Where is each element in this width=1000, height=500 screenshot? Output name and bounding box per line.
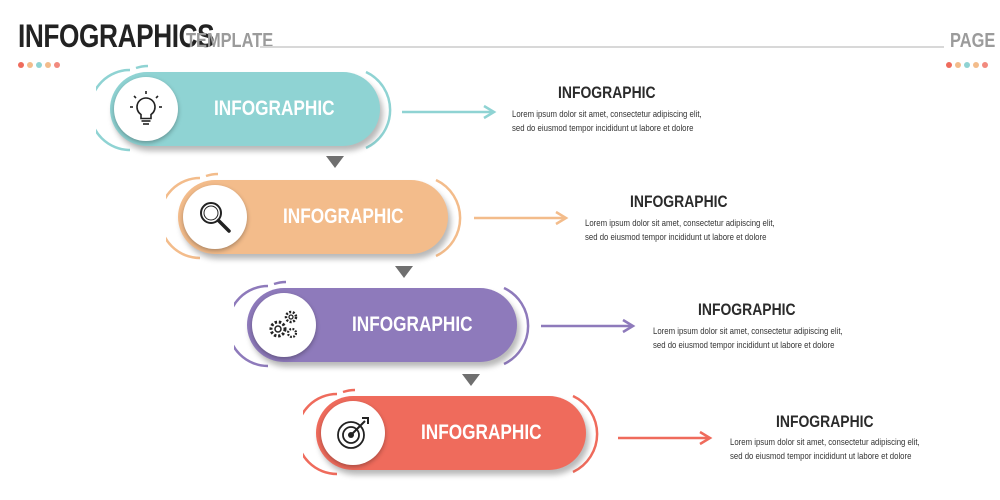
dot xyxy=(27,62,33,68)
step-2-arrow xyxy=(474,210,569,226)
dot xyxy=(964,62,970,68)
step-4-info-line: Lorem ipsum dolor sit amet, consectetur … xyxy=(730,437,920,448)
step-4-info-title: INFOGRAPHIC xyxy=(776,412,874,431)
step-3-info-title: INFOGRAPHIC xyxy=(698,300,796,319)
step-4-label: INFOGRAPHIC xyxy=(421,421,542,444)
connector-triangle xyxy=(326,156,344,168)
step-1-info-text: Lorem ipsum dolor sit amet, consectetur … xyxy=(512,108,709,136)
page-title: INFOGRAPHICS xyxy=(18,18,215,54)
step-3-icon-circle xyxy=(252,293,316,357)
step-1-arrow xyxy=(402,104,497,120)
step-4-arrow xyxy=(618,430,713,446)
step-2-info-text: Lorem ipsum dolor sit amet, consectetur … xyxy=(585,217,782,245)
step-3-label: INFOGRAPHIC xyxy=(352,313,473,336)
step-3-info-line: sed do eiusmod tempor incididunt ut labo… xyxy=(653,340,835,351)
header-dots-left xyxy=(18,62,60,68)
step-2-label: INFOGRAPHIC xyxy=(283,205,404,228)
dot xyxy=(955,62,961,68)
connector-triangle xyxy=(395,266,413,278)
dot xyxy=(36,62,42,68)
step-4-info-text: Lorem ipsum dolor sit amet, consectetur … xyxy=(730,436,927,464)
step-2-info-title: INFOGRAPHIC xyxy=(630,192,728,211)
step-3-info-text: Lorem ipsum dolor sit amet, consectetur … xyxy=(653,325,850,353)
dot xyxy=(54,62,60,68)
magnifier-icon xyxy=(200,202,231,233)
page-label: PAGE xyxy=(950,30,996,52)
target-icon xyxy=(337,417,369,449)
header-dots-right xyxy=(946,62,988,68)
header-divider xyxy=(260,46,944,48)
step-4-info-line: sed do eiusmod tempor incididunt ut labo… xyxy=(730,451,912,462)
dot xyxy=(946,62,952,68)
page-subtitle: TEMPLATE xyxy=(186,30,274,52)
step-1-label: INFOGRAPHIC xyxy=(214,97,335,120)
step-1-info-line: Lorem ipsum dolor sit amet, consectetur … xyxy=(512,109,702,120)
step-2-info-line: sed do eiusmod tempor incididunt ut labo… xyxy=(585,232,767,243)
dot xyxy=(973,62,979,68)
step-1-info-title: INFOGRAPHIC xyxy=(558,83,656,102)
step-1-icon-circle xyxy=(114,77,178,141)
step-2-decoration xyxy=(166,172,462,260)
step-3-info-line: Lorem ipsum dolor sit amet, consectetur … xyxy=(653,326,843,337)
step-4-icon-circle xyxy=(321,401,385,465)
lightbulb-icon xyxy=(130,91,162,125)
step-4-decoration xyxy=(303,388,599,476)
step-1-info-line: sed do eiusmod tempor incididunt ut labo… xyxy=(512,123,694,134)
connector-triangle xyxy=(462,374,480,386)
step-2-info-line: Lorem ipsum dolor sit amet, consectetur … xyxy=(585,218,775,229)
dot xyxy=(45,62,51,68)
step-3-arrow xyxy=(541,318,636,334)
gears-icon xyxy=(269,310,298,339)
step-3-decoration xyxy=(234,280,530,368)
dot xyxy=(982,62,988,68)
step-2-icon-circle xyxy=(183,185,247,249)
step-1-decoration xyxy=(96,64,392,152)
dot xyxy=(18,62,24,68)
